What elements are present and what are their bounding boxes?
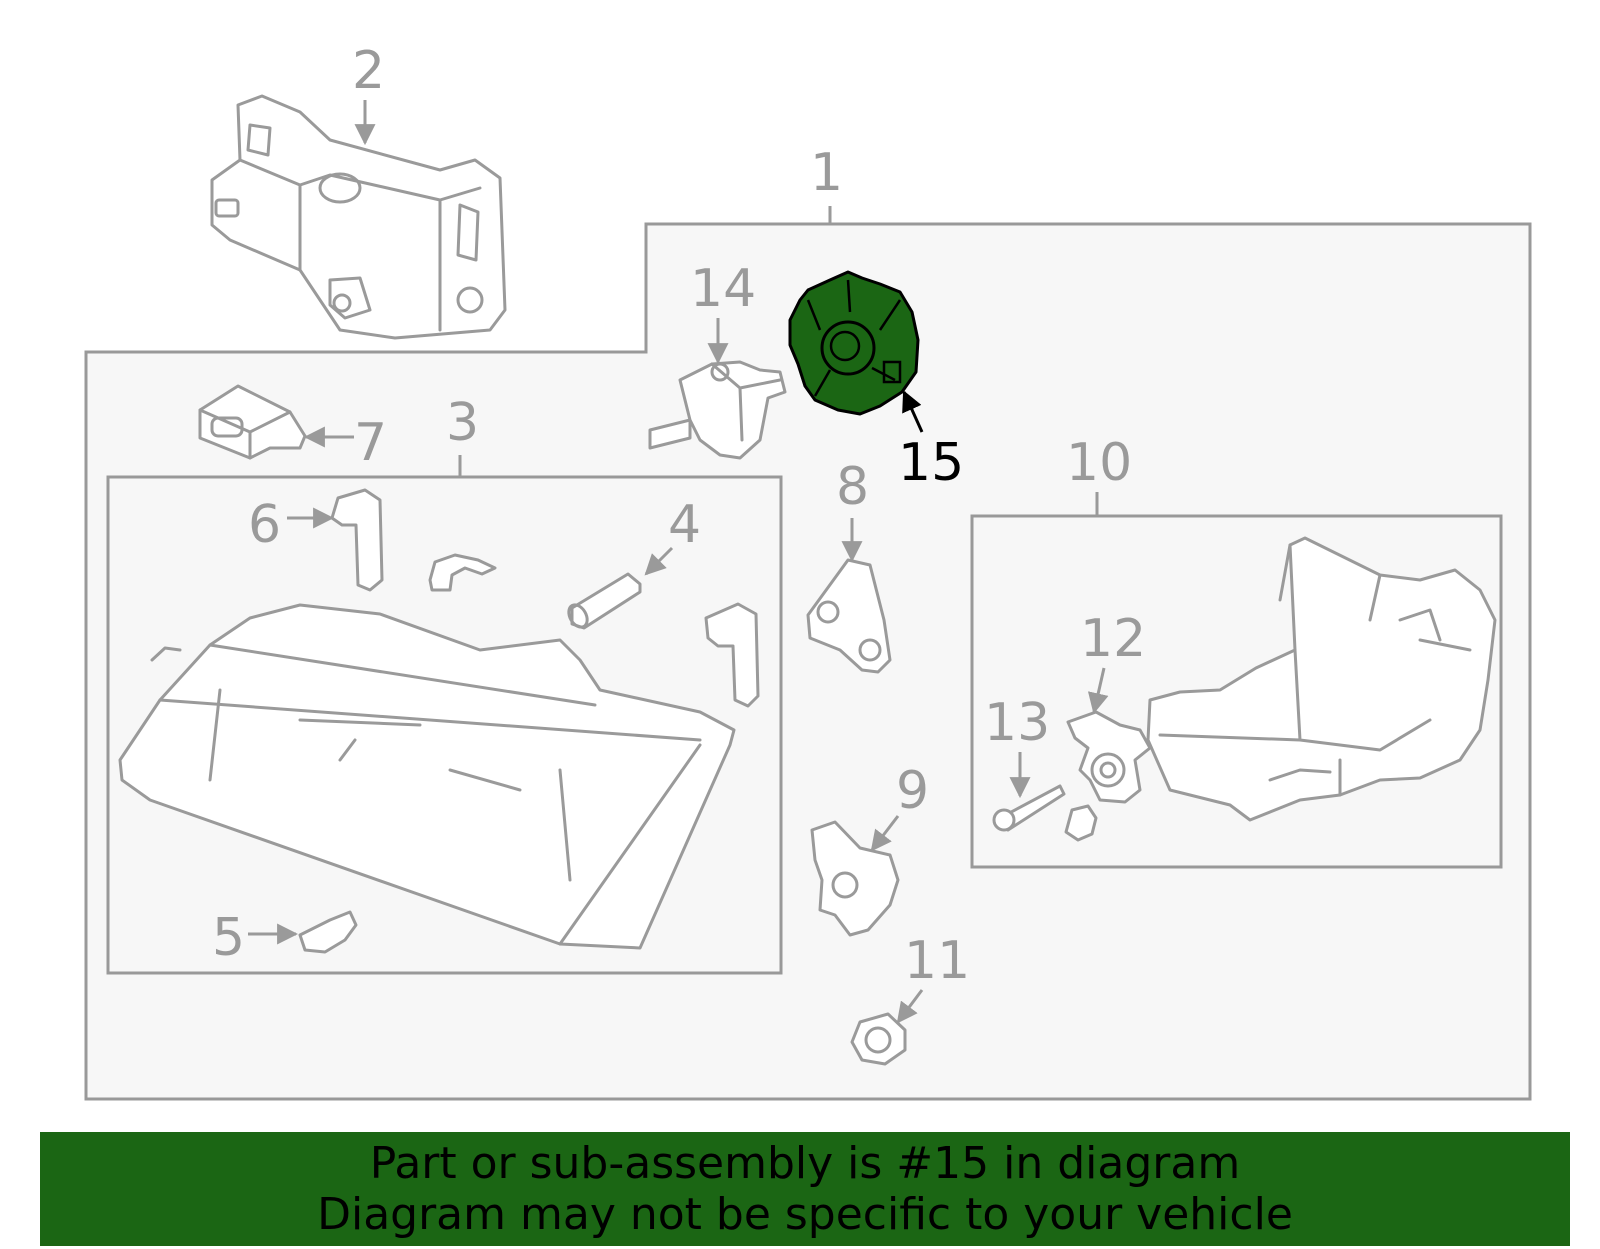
callout-numbers: 1 2 3 4 5 6 7 8 9 10 11 12 13 14 15 — [212, 41, 1146, 991]
part-3-headlamp[interactable] — [118, 603, 736, 950]
callout-14[interactable]: 14 — [690, 259, 756, 319]
part-10-housing[interactable] — [1146, 536, 1497, 822]
part-9-bracket[interactable] — [810, 820, 900, 937]
part-7-connector[interactable] — [198, 384, 307, 460]
banner-line-part: Part or sub-assembly is #15 in diagram — [369, 1138, 1241, 1189]
part-14-bulb[interactable] — [648, 360, 787, 460]
part-6-hose-right[interactable] — [704, 602, 760, 708]
leader-15 — [902, 390, 924, 433]
callout-1[interactable]: 1 — [810, 143, 843, 203]
part-11-nut[interactable] — [850, 1012, 907, 1066]
leader-9 — [870, 815, 900, 852]
callout-6[interactable]: 6 — [248, 495, 281, 555]
callout-10[interactable]: 10 — [1066, 433, 1132, 493]
part-8-bracket[interactable] — [806, 558, 892, 674]
banner-line-disclaimer: Diagram may not be specific to your vehi… — [317, 1189, 1293, 1240]
callout-15[interactable]: 15 — [898, 433, 964, 493]
info-banner: Part or sub-assembly is #15 in diagram D… — [40, 1132, 1570, 1246]
leader-lines — [248, 100, 1109, 1024]
leader-12 — [1087, 667, 1109, 715]
part-13-screw[interactable] — [992, 784, 1098, 842]
callout-3[interactable]: 3 — [446, 393, 479, 453]
callout-8[interactable]: 8 — [836, 457, 869, 517]
callout-4[interactable]: 4 — [668, 495, 701, 555]
callout-2[interactable]: 2 — [352, 41, 385, 101]
part-2-bracket[interactable] — [210, 94, 507, 340]
leader-11 — [896, 989, 924, 1024]
part-12-adjuster[interactable] — [1066, 710, 1152, 804]
part-4-pin[interactable] — [565, 572, 642, 630]
part-5-clip[interactable] — [298, 910, 358, 954]
callout-5[interactable]: 5 — [212, 908, 245, 968]
leader-4 — [644, 546, 674, 576]
part-15-socket-highlighted[interactable] — [788, 270, 920, 416]
callout-13[interactable]: 13 — [984, 693, 1050, 753]
part-clip-small[interactable] — [428, 553, 497, 592]
callout-11[interactable]: 11 — [904, 931, 970, 991]
callout-7[interactable]: 7 — [354, 413, 387, 473]
callout-12[interactable]: 12 — [1080, 609, 1146, 669]
part-6-hose[interactable] — [330, 488, 384, 592]
callout-9[interactable]: 9 — [896, 761, 929, 821]
